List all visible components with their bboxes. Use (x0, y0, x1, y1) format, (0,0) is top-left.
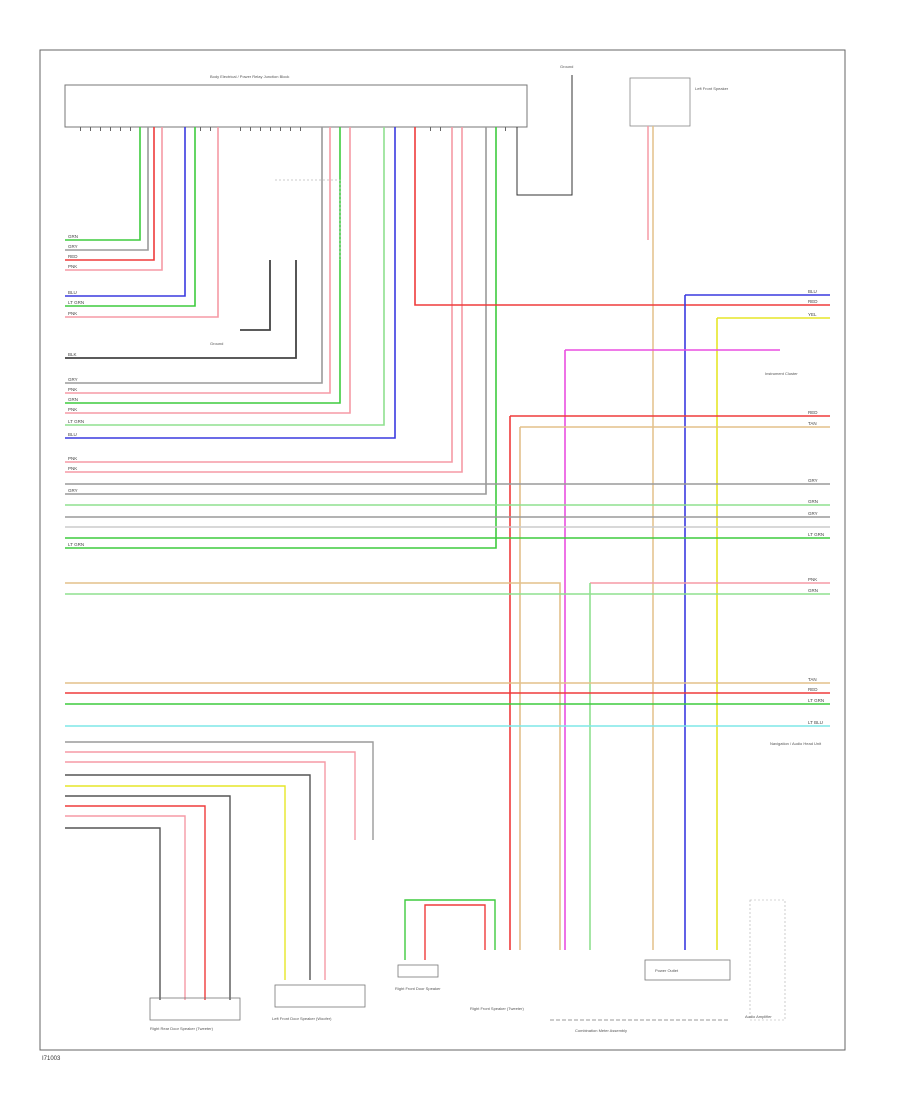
junction-block-pins (80, 127, 506, 131)
svg-text:GRY: GRY (68, 488, 78, 493)
svg-text:BLU: BLU (68, 290, 77, 295)
combo-meter-label: Combination Meter Assembly (575, 1028, 627, 1033)
svg-text:GRN: GRN (808, 499, 818, 504)
right-wire-labels: BLU RED YEL RED TAN GRY GRN GRY LT GRN PNK GRN T… (808, 289, 824, 725)
svg-text:YEL: YEL (808, 312, 817, 317)
svg-text:RED: RED (808, 410, 818, 415)
svg-text:GRN: GRN (808, 588, 818, 593)
footer-code: I71003 (42, 1056, 61, 1062)
svg-text:GRN: GRN (68, 397, 78, 402)
svg-text:BLU: BLU (808, 289, 817, 294)
amplifier-box (749, 899, 786, 1021)
left-front-speaker-box (629, 77, 691, 127)
svg-text:TAN: TAN (808, 677, 817, 682)
power-outlet-box (644, 959, 731, 981)
svg-text:RED: RED (808, 299, 818, 304)
left-front-speaker-label: Left Front Speaker (695, 86, 729, 91)
front-woofer-label: Left Front Door Speaker (Woofer) (272, 1016, 332, 1021)
svg-text:GRY: GRY (808, 511, 818, 516)
svg-text:RED: RED (808, 687, 818, 692)
svg-text:GRY: GRY (68, 244, 78, 249)
svg-text:PNK: PNK (68, 456, 77, 461)
rf-speaker-wire-green (404, 899, 496, 960)
rf-door-speaker-box (397, 964, 439, 978)
svg-text:BLK: BLK (68, 352, 77, 357)
front-woofer-connector (274, 984, 366, 1008)
black-harness-wire-2 (240, 260, 271, 331)
svg-text:GRY: GRY (808, 478, 818, 483)
rear-tweeter-label: Right Rear Door Speaker (Tweeter) (150, 1026, 214, 1031)
vertical-drops (65, 127, 497, 549)
svg-text:LT GRN: LT GRN (68, 542, 84, 547)
svg-text:GRY: GRY (68, 377, 78, 382)
svg-text:PNK: PNK (68, 407, 77, 412)
black-harness-wire (65, 260, 297, 359)
ground-point-label: Ground (210, 341, 223, 346)
svg-text:RED: RED (68, 254, 78, 259)
svg-text:TAN: TAN (808, 421, 817, 426)
head-unit-label: Navigation / Audio Head Unit (770, 741, 822, 746)
diagram-frame (39, 49, 846, 1051)
svg-text:PNK: PNK (68, 311, 77, 316)
power-outlet-label: Power Outlet (655, 968, 679, 973)
ground-wire (516, 75, 573, 196)
rf-door-speaker-label: Right Front Door Speaker (395, 986, 441, 991)
rear-tweeter-connector (149, 997, 241, 1021)
svg-text:LT BLU: LT BLU (808, 720, 823, 725)
svg-text:PNK: PNK (68, 264, 77, 269)
lower-left-wires (65, 741, 374, 1000)
svg-text:PNK: PNK (68, 466, 77, 471)
svg-text:PNK: PNK (68, 387, 77, 392)
svg-text:LT GRN: LT GRN (68, 419, 84, 424)
left-wire-labels: GRN GRY RED PNK BLU LT GRN PNK BLK GRY PNK GRN P… (68, 234, 84, 547)
svg-text:BLU: BLU (68, 432, 77, 437)
rf-tweeter-label: Right Front Speaker (Tweeter) (470, 1006, 524, 1011)
horizontal-bus (65, 127, 830, 950)
dashed-gray (275, 179, 341, 260)
svg-text:GRN: GRN (68, 234, 78, 239)
rf-speaker-wire-red (424, 904, 486, 960)
svg-text:PNK: PNK (808, 577, 817, 582)
ground-label: Ground (560, 64, 573, 69)
junction-block-box (64, 84, 528, 128)
junction-block-title: Body Electrical / Power Relay Junction B… (210, 74, 289, 79)
svg-text:LT GRN: LT GRN (68, 300, 84, 305)
instrument-cluster-label: Instrument Cluster (765, 371, 798, 376)
svg-text:LT GRN: LT GRN (808, 532, 824, 537)
svg-text:LT GRN: LT GRN (808, 698, 824, 703)
amplifier-label: Audio Amplifier (745, 1014, 772, 1019)
